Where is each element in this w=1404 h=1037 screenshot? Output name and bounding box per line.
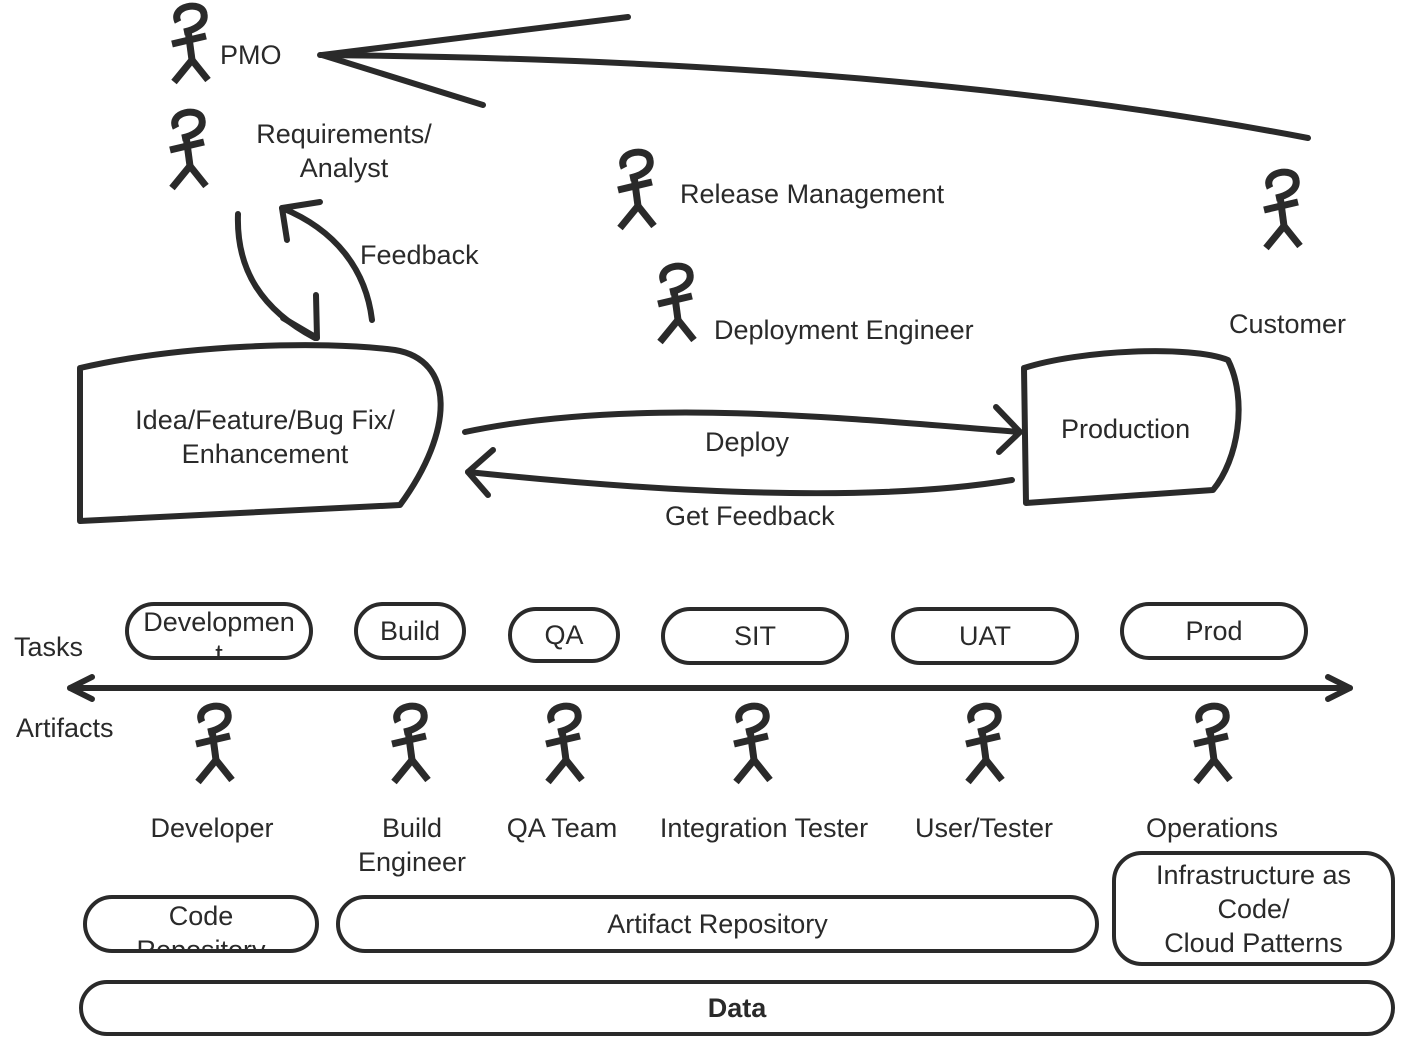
pmo-label: PMO	[220, 40, 282, 70]
pmo-arrowhead	[319, 14, 631, 108]
artifact-repository-box: Artifact Repository	[336, 895, 1099, 953]
feedback-label: Feedback	[360, 240, 479, 270]
operations-figure	[1194, 706, 1230, 782]
task-uat: UAT	[891, 607, 1079, 665]
task-qa: QA	[508, 607, 620, 663]
tasks-axis-label: Tasks	[14, 632, 84, 662]
user-tester-label: User/Tester	[914, 813, 1054, 843]
feedback-arrowhead	[279, 199, 323, 243]
data-box: Data	[79, 980, 1395, 1036]
idea-shape	[77, 342, 444, 524]
task-sit: SIT	[661, 607, 849, 665]
integration-tester-figure	[734, 706, 770, 782]
get-feedback-label: Get Feedback	[665, 501, 835, 531]
task-prod: Prod	[1120, 602, 1308, 660]
deploy-label: Deploy	[705, 427, 790, 457]
analyst-to-idea-arrowhead	[280, 292, 320, 341]
deploy-arrow	[462, 409, 1023, 435]
release-management-figure	[618, 152, 654, 228]
pmo-figure	[172, 6, 208, 82]
deployment-engineer-figure	[658, 266, 694, 342]
integration-tester-label: Integration Tester	[659, 813, 869, 843]
code-repository-box: Code Repository	[83, 895, 319, 953]
build-engineer-label: Build Engineer	[357, 813, 467, 877]
customer-label: Customer	[1229, 309, 1347, 339]
developer-figure	[196, 706, 232, 782]
timeline-right-arrowhead	[1325, 674, 1353, 702]
build-engineer-figure	[392, 706, 428, 782]
release-management-label: Release Management	[680, 179, 945, 209]
deployment-engineer-label: Deployment Engineer	[714, 315, 974, 345]
deploy-arrowhead	[993, 404, 1023, 455]
task-development: Developmen t	[125, 602, 313, 660]
artifacts-axis-label: Artifacts	[16, 713, 114, 743]
operations-label: Operations	[1145, 813, 1279, 843]
analyst-label: Requirements/ Analyst	[256, 119, 432, 183]
feedback-arrow	[279, 205, 375, 323]
get-feedback-arrow	[465, 469, 1015, 497]
qa-team-label: QA Team	[506, 813, 618, 843]
analyst-figure	[170, 112, 206, 188]
timeline-left-arrowhead	[67, 674, 95, 702]
production-shape	[1021, 348, 1242, 506]
user-tester-figure	[966, 706, 1002, 782]
customer-to-pmo-arrow	[317, 52, 1311, 141]
analyst-to-idea-arrow	[234, 211, 318, 341]
get-feedback-arrowhead	[465, 447, 496, 498]
qa-team-figure	[546, 706, 582, 782]
idea-label: Idea/Feature/Bug Fix/ Enhancement	[135, 405, 395, 469]
task-build: Build	[354, 602, 466, 660]
production-label: Production	[1061, 414, 1191, 444]
developer-label: Developer	[150, 813, 274, 843]
infrastructure-as-code-box: Infrastructure as Code/ Cloud Patterns	[1112, 851, 1395, 966]
customer-figure	[1264, 172, 1300, 248]
